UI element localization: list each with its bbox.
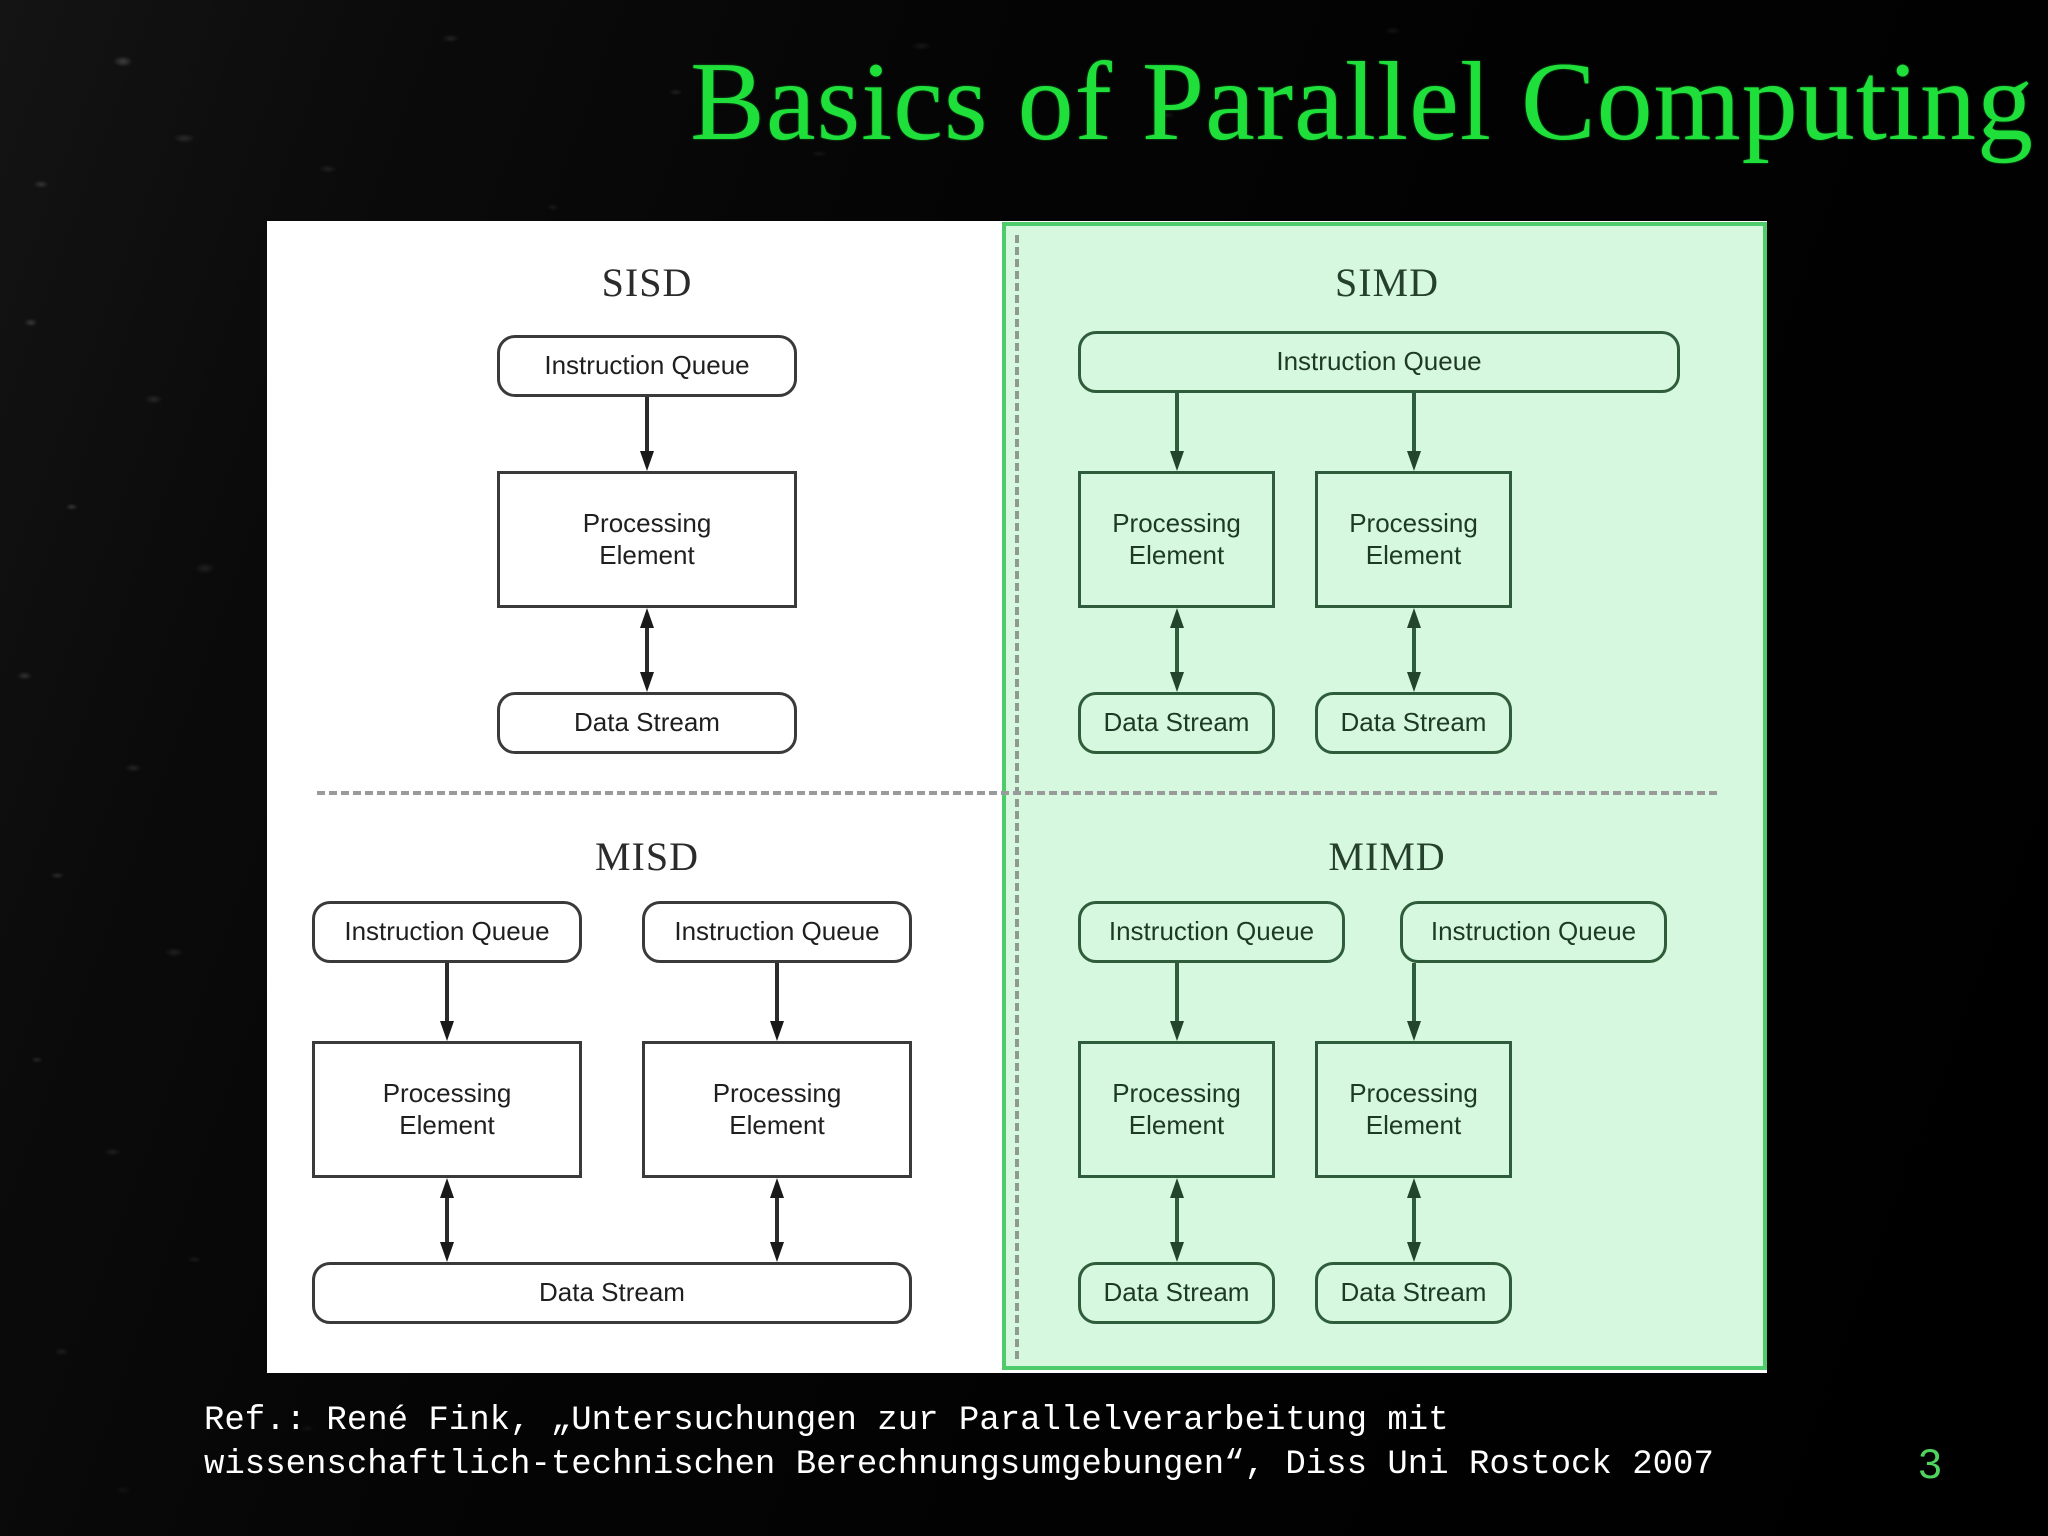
mimd-arrow-iq-to-pe-right	[1403, 963, 1425, 1041]
misd-arrow-pe-to-ds-left	[436, 1178, 458, 1262]
mimd-processing-element-right: Processing Element	[1315, 1041, 1512, 1178]
misd-arrow-iq-to-pe-right	[766, 963, 788, 1041]
simd-data-stream-right: Data Stream	[1315, 692, 1512, 754]
quadrant-title-sisd: SISD	[601, 260, 693, 305]
sisd-arrow-pe-to-ds	[636, 608, 658, 692]
simd-processing-element-right: Processing Element	[1315, 471, 1512, 608]
quadrant-simd: SIMD Instruction Queue Processing Elemen…	[1037, 259, 1737, 779]
mimd-data-stream-left: Data Stream	[1078, 1262, 1275, 1324]
mimd-instruction-queue-right: Instruction Queue	[1400, 901, 1667, 963]
simd-instruction-queue: Instruction Queue	[1078, 331, 1680, 393]
vertical-quadrant-divider	[1015, 235, 1019, 1359]
misd-instruction-queue-right: Instruction Queue	[642, 901, 912, 963]
simd-arrow-pe-to-ds-right	[1403, 608, 1425, 692]
simd-arrow-pe-to-ds-left	[1166, 608, 1188, 692]
misd-processing-element-right: Processing Element	[642, 1041, 912, 1178]
mimd-arrow-pe-to-ds-left	[1166, 1178, 1188, 1262]
sisd-instruction-queue: Instruction Queue	[497, 335, 797, 397]
quadrant-sisd: SISD Instruction Queue Processing Elemen…	[297, 259, 997, 779]
sisd-arrow-iq-to-pe	[636, 397, 658, 471]
mimd-arrow-iq-to-pe-left	[1166, 963, 1188, 1041]
flynn-taxonomy-figure: SISD Instruction Queue Processing Elemen…	[267, 221, 1767, 1373]
page-number: 3	[1918, 1440, 1942, 1487]
misd-arrow-pe-to-ds-right	[766, 1178, 788, 1262]
quadrant-title-mimd: MIMD	[1328, 834, 1446, 879]
misd-arrow-iq-to-pe-left	[436, 963, 458, 1041]
mimd-data-stream-right: Data Stream	[1315, 1262, 1512, 1324]
quadrant-title-simd: SIMD	[1334, 260, 1440, 305]
reference-note: Ref.: René Fink, „Untersuchungen zur Par…	[204, 1400, 1824, 1487]
mimd-arrow-pe-to-ds-right	[1403, 1178, 1425, 1262]
sisd-data-stream: Data Stream	[497, 692, 797, 754]
simd-arrow-iq-to-pe-left	[1166, 393, 1188, 471]
simd-processing-element-left: Processing Element	[1078, 471, 1275, 608]
parallel-highlight-panel	[1002, 222, 1767, 1370]
misd-data-stream-shared: Data Stream	[312, 1262, 912, 1324]
simd-arrow-iq-to-pe-right	[1403, 393, 1425, 471]
simd-data-stream-left: Data Stream	[1078, 692, 1275, 754]
mimd-instruction-queue-left: Instruction Queue	[1078, 901, 1345, 963]
sisd-processing-element: Processing Element	[497, 471, 797, 608]
horizontal-quadrant-divider	[317, 791, 1717, 795]
page-title: Basics of Parallel Computing	[690, 40, 2034, 164]
reference-line-1: Ref.: René Fink, „Untersuchungen zur Par…	[204, 1402, 1449, 1440]
misd-processing-element-left: Processing Element	[312, 1041, 582, 1178]
quadrant-title-misd: MISD	[594, 834, 700, 879]
mimd-processing-element-left: Processing Element	[1078, 1041, 1275, 1178]
quadrant-mimd: MIMD Instruction Queue Instruction Queue…	[1037, 833, 1737, 1353]
misd-instruction-queue-left: Instruction Queue	[312, 901, 582, 963]
quadrant-misd: MISD Instruction Queue Instruction Queue…	[297, 833, 997, 1353]
reference-line-2: wissenschaftlich-technischen Berechnungs…	[204, 1445, 1714, 1484]
